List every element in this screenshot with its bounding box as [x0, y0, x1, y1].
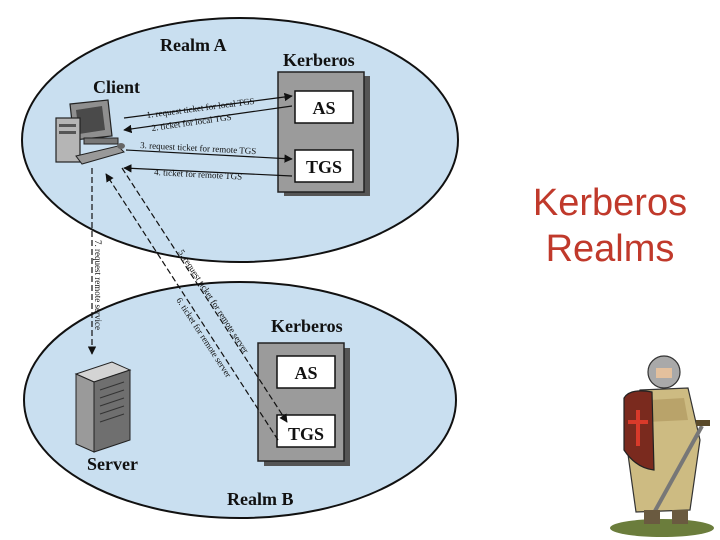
realm-a-kerberos-label: Kerberos [283, 50, 355, 70]
realm-a-as-box [294, 90, 354, 124]
realm-a-tgs-box [294, 149, 354, 183]
slide-title: Kerberos Realms [505, 180, 715, 272]
label-msg-7: 7. request remote service [93, 240, 103, 330]
server-label: Server [87, 454, 138, 474]
arrow-msg-1 [123, 92, 293, 119]
realm-b-tgs-label: TGS [288, 424, 324, 444]
realm-b-kerberos-label: Kerberos [271, 316, 343, 336]
realm-b-label: Realm B [227, 489, 294, 509]
client-computer-icon [55, 99, 125, 165]
arrow-msg-2 [123, 105, 293, 134]
arrow-msg-5 [121, 167, 288, 423]
label-msg-4: 4. ticket for remote TGS [154, 167, 242, 182]
slide-title-line1: Kerberos [532, 182, 688, 224]
arrow-msg-3 [125, 149, 293, 163]
server-tower-icon [74, 361, 132, 453]
client-label: Client [93, 77, 140, 97]
realm-a-label: Realm A [160, 35, 227, 55]
knight-clipart-icon [610, 355, 714, 537]
slide-title-line2: Realms [545, 228, 675, 270]
realm-a-as-label: AS [312, 98, 335, 118]
arrow-msg-4 [123, 164, 293, 177]
realm-b-as-box [276, 355, 336, 389]
realm-a-tgs-label: TGS [306, 157, 342, 177]
arrow-msg-6 [105, 173, 279, 441]
realm-b-as-label: AS [294, 363, 317, 383]
